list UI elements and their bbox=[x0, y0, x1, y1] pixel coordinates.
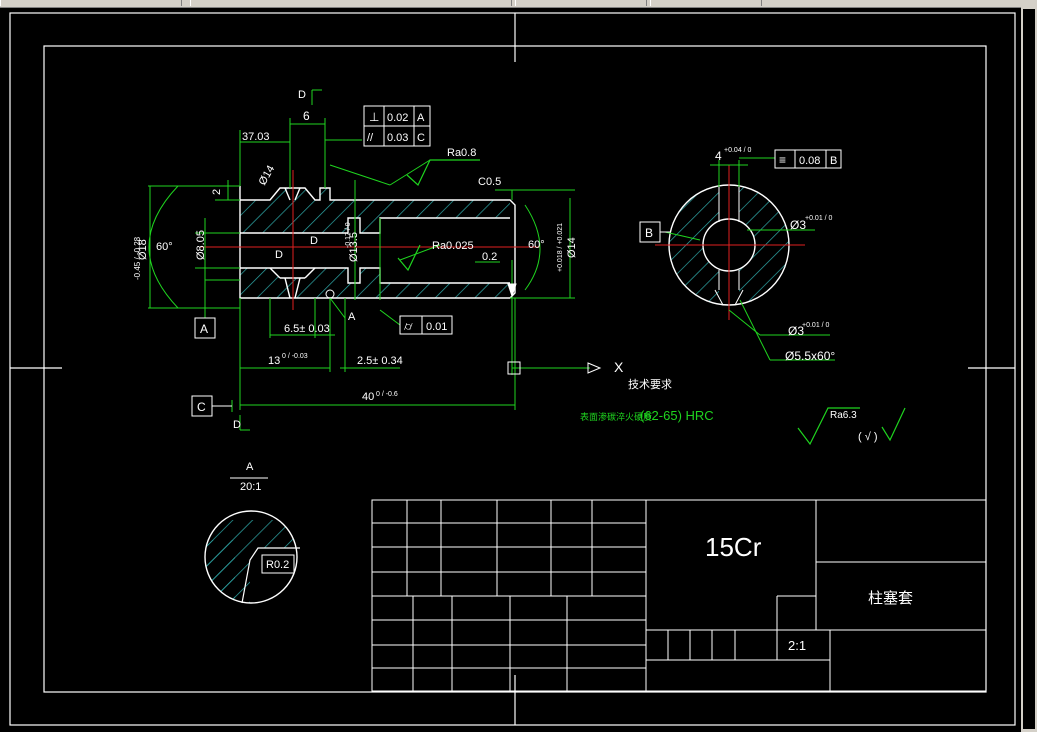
detail-a-scale: 20:1 bbox=[240, 481, 261, 493]
dim-c05: C0.5 bbox=[478, 176, 501, 188]
drawing-frame bbox=[9, 12, 1016, 726]
dim-40-tol: 0 / -0.6 bbox=[376, 391, 398, 398]
dim-6: 6 bbox=[303, 109, 310, 123]
dim-phi14-right: Ø14 bbox=[566, 237, 578, 258]
gdt-sym-value: 0.08 bbox=[799, 155, 820, 167]
dim-phi3-tol: +0.01 / 0 bbox=[805, 215, 833, 222]
tech-req-line1-cn: 表面渗碳淬火硬度 bbox=[580, 411, 652, 422]
gdt-frame-cylindricity: ⌭ 0.01 bbox=[399, 315, 453, 335]
detail-a-label: A bbox=[246, 461, 254, 473]
dim-6-5: 6.5± 0.03 bbox=[284, 323, 330, 335]
detail-view-a[interactable]: A 20:1 R0.2 bbox=[204, 461, 300, 620]
dim-2-5: 2.5± 0.34 bbox=[357, 355, 403, 367]
gdt-perp-datum: A bbox=[417, 112, 425, 124]
title-scale: 2:1 bbox=[788, 638, 806, 653]
dim-4-tol: +0.04 / 0 bbox=[724, 147, 752, 154]
svg-text:B: B bbox=[645, 226, 653, 240]
tech-req-title: 技术要求 bbox=[628, 378, 672, 391]
dim-d-top: D bbox=[298, 89, 306, 101]
gdt-par-datum: C bbox=[417, 132, 425, 144]
gdt-perp-value: 0.02 bbox=[387, 112, 408, 124]
gdt-frame-perpendicularity: ⊥ 0.02 A // 0.03 C bbox=[363, 105, 431, 147]
svg-text:A: A bbox=[200, 322, 208, 336]
side-view-dims bbox=[664, 157, 835, 361]
gdt-cyl-symbol: ⌭ bbox=[404, 319, 413, 333]
dim-2: 2 bbox=[211, 189, 223, 195]
dim-13-tol: 0 / -0.03 bbox=[282, 353, 308, 360]
datum-c: C bbox=[191, 395, 232, 417]
detail-r02: R0.2 bbox=[266, 559, 289, 571]
dimension-lines bbox=[148, 89, 590, 431]
dim-angle60-right: 60° bbox=[528, 239, 545, 251]
dim-phi135-tol: -0.17 / 0 bbox=[345, 222, 352, 248]
roughness-general: Ra6.3 bbox=[830, 410, 857, 421]
title-part-name: 柱塞套 bbox=[868, 589, 913, 607]
dim-13: 13 bbox=[268, 355, 280, 367]
toolbar-segment[interactable] bbox=[650, 0, 762, 6]
tech-req-line1-value: (62-65) HRC bbox=[640, 408, 714, 423]
gdt-par-value: 0.03 bbox=[387, 132, 408, 144]
dim-02: 0.2 bbox=[482, 251, 497, 263]
dim-4: 4 bbox=[715, 149, 722, 163]
dim-d-bottom: D bbox=[233, 419, 241, 431]
window-toolbar-strip bbox=[0, 0, 1037, 8]
dim-phi8: Ø8.05 bbox=[195, 230, 207, 260]
dim-d-center: D bbox=[310, 235, 318, 247]
title-block bbox=[371, 499, 987, 692]
dim-phi3-lower: Ø3 bbox=[788, 324, 804, 338]
datum-a: A bbox=[194, 317, 216, 339]
dim-phi18: Ø18 bbox=[137, 239, 149, 260]
dim-phi18-tol: -0.45 / -0.28 bbox=[133, 236, 142, 280]
dim-angle60-left: 60° bbox=[156, 241, 173, 253]
dim-phi135: Ø13.5 bbox=[348, 232, 360, 262]
gdt-sym-datum: B bbox=[830, 155, 837, 167]
gdt-perp-symbol: ⊥ bbox=[369, 110, 379, 124]
roughness-tail: ( √ ) bbox=[858, 431, 877, 443]
toolbar-segment[interactable] bbox=[0, 0, 182, 6]
drawing-canvas[interactable]: D 6 37.03 Ø14 2 Ø18 -0.45 / -0.28 Ø8.05 … bbox=[0, 7, 1021, 732]
section-view[interactable] bbox=[200, 170, 540, 310]
toolbar-segment[interactable] bbox=[190, 0, 512, 6]
side-view[interactable] bbox=[655, 165, 805, 320]
title-material: 15Cr bbox=[705, 532, 762, 562]
gdt-cyl-value: 0.01 bbox=[426, 321, 447, 333]
roughness-symbol bbox=[397, 159, 906, 446]
dim-ra08: Ra0.8 bbox=[447, 147, 476, 159]
gdt-sym-symbol: ≡ bbox=[779, 153, 786, 167]
dim-40: 40 bbox=[362, 391, 374, 403]
section-hatch bbox=[240, 188, 510, 298]
axis-x-label: X bbox=[614, 359, 624, 375]
dim-d-lower: D bbox=[275, 249, 283, 261]
dim-37: 37.03 bbox=[242, 131, 270, 143]
section-marker-a: A bbox=[348, 311, 356, 323]
vertical-scrollbar[interactable] bbox=[1021, 7, 1037, 732]
dim-countersink: Ø5.5x60° bbox=[785, 349, 835, 363]
dim-phi3-lower-tol: +0.01 / 0 bbox=[802, 322, 830, 329]
datum-b: B bbox=[639, 221, 670, 243]
dim-phi3: Ø3 bbox=[790, 218, 806, 232]
dim-ra0025: Ra0.025 bbox=[432, 240, 474, 252]
toolbar-segment[interactable] bbox=[515, 0, 647, 6]
dim-phi14: Ø14 bbox=[257, 163, 278, 187]
dim-phi14-right-tol: +0.018 / +0.021 bbox=[557, 223, 564, 272]
axis-marker bbox=[325, 283, 602, 375]
svg-text:C: C bbox=[197, 400, 206, 414]
gdt-par-symbol: // bbox=[367, 132, 374, 144]
technical-requirements: 技术要求 表面渗碳淬火硬度 (62-65) HRC Ra6.3 ( √ ) bbox=[580, 378, 877, 443]
gdt-frame-symmetry: ≡ 0.08 B bbox=[774, 149, 842, 169]
